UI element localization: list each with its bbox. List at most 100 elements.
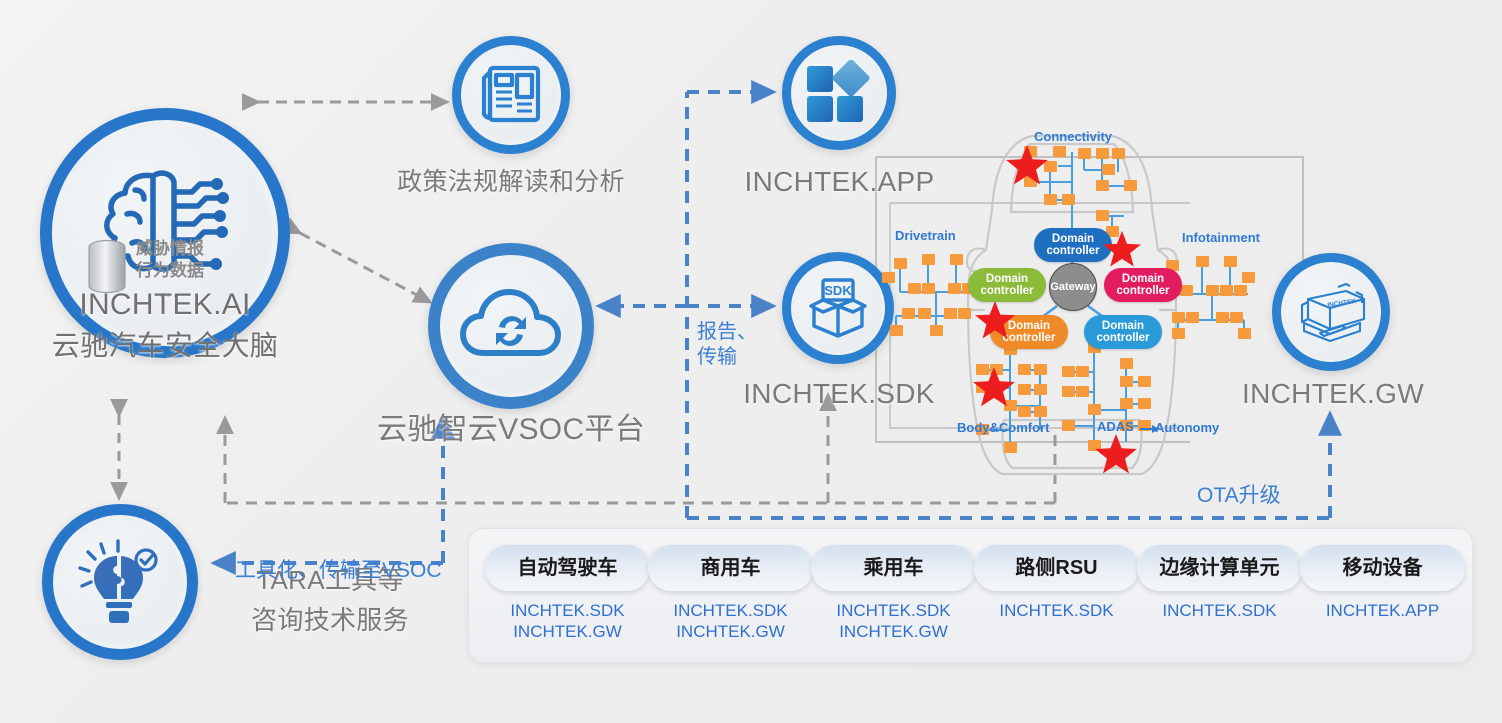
car-zone-label-drivetrain: Drivetrain [895, 228, 956, 243]
car-domain-controller-connectivity[interactable]: Domain controller [1034, 228, 1112, 262]
node-inchtek-app[interactable] [782, 36, 896, 150]
platform-products: INCHTEK.SDK INCHTEK.GW [485, 600, 650, 642]
node-inner [793, 47, 885, 139]
edge-app-branch [685, 80, 777, 518]
node-tara-services-title-1: TARA工具等 [256, 565, 404, 595]
car-outline-and-ecus [882, 134, 1255, 476]
threat-db-line-1: 行为数据 [136, 261, 204, 280]
car-zone-label-connectivity: Connectivity [1034, 129, 1113, 144]
platform-product: INCHTEK.GW [513, 622, 622, 641]
dc-label-line2: controller [1096, 332, 1150, 344]
car-domain-controller-drivetrain[interactable]: Domain controller [968, 268, 1046, 302]
dc-label-line1: Domain [1101, 319, 1145, 332]
risk-star-icon [1103, 230, 1141, 267]
platform-item-0[interactable]: 自动驾驶车 INCHTEK.SDK INCHTEK.GW [485, 545, 650, 642]
node-tara-services[interactable] [42, 504, 198, 660]
platform-product: INCHTEK.SDK [1162, 601, 1277, 620]
app-tiles-icon [807, 60, 870, 122]
node-inner: SDK [793, 263, 883, 353]
target-platforms-bar: 自动驾驶车 INCHTEK.SDK INCHTEK.GW 商用车 INCHTEK… [468, 528, 1473, 663]
gateway-device-label: INCHTEK [1327, 298, 1357, 309]
threat-db-line-0: 威胁情报 [136, 239, 204, 258]
label-report-transmit-line1: 报告、 [697, 321, 757, 343]
platform-label[interactable]: 移动设备 [1300, 545, 1465, 591]
sdk-box-icon: SDK [809, 278, 867, 338]
platform-products: INCHTEK.SDK [1137, 600, 1302, 621]
gateway-device-icon: INCHTEK [1300, 282, 1366, 343]
node-policy-analysis[interactable] [452, 36, 570, 154]
risk-star-icon [1095, 434, 1137, 474]
node-inchtek-ai-title: INCHTEK.AI [79, 288, 251, 321]
ring [782, 252, 894, 364]
car-zone-label-body-comfort: Body&Comfort [957, 420, 1050, 435]
car-zone-label-infotainment: Infotainment [1182, 230, 1260, 245]
threat-db-group: 威胁情报 行为数据 ... [84, 238, 274, 316]
car-gateway[interactable]: Gateway [1049, 263, 1097, 311]
platform-item-5[interactable]: 移动设备 INCHTEK.APP [1300, 545, 1465, 621]
platform-product: INCHTEK.SDK [836, 601, 951, 620]
label-report-transmit: 报告、 传输 [697, 320, 757, 370]
node-inchtek-ai-caption: INCHTEK.AI 云驰汽车安全大脑 [15, 288, 315, 364]
node-inner: 威胁情报 行为数据 ... [58, 126, 272, 340]
label-report-transmit-line2: 传输 [697, 346, 737, 368]
node-inner [57, 519, 183, 645]
car-zone-label-adas: ADAS [1097, 419, 1134, 434]
node-tara-services-title-2: 咨询技术服务 [251, 605, 409, 635]
node-vsoc-platform-title: 云驰智云VSOC平台 [376, 413, 646, 446]
database-icon [88, 239, 126, 294]
dc-label-line2: controller [980, 285, 1034, 297]
platform-item-4[interactable]: 边缘计算单元 INCHTEK.SDK [1137, 545, 1302, 621]
adas-autonomy-arrow [1140, 425, 1159, 433]
platform-products: INCHTEK.SDK INCHTEK.GW [811, 600, 976, 642]
platform-label[interactable]: 自动驾驶车 [485, 545, 650, 591]
node-inchtek-gw[interactable]: INCHTEK [1272, 253, 1390, 371]
platform-label[interactable]: 乘用车 [811, 545, 976, 591]
vehicle-architecture-diagram: Domain controller Domain controller Doma… [872, 120, 1272, 490]
platform-product: INCHTEK.SDK [999, 601, 1114, 620]
lightbulb-puzzle-icon [78, 539, 158, 623]
risk-star-icon [973, 367, 1015, 407]
dc-label-line1: Domain [1051, 232, 1095, 245]
threat-db-line-2: ... [159, 284, 181, 301]
platform-product: INCHTEK.GW [839, 622, 948, 641]
platform-item-1[interactable]: 商用车 INCHTEK.SDK INCHTEK.GW [648, 545, 813, 642]
node-inner [444, 259, 578, 393]
node-inchtek-sdk[interactable]: SDK [782, 252, 894, 364]
node-inchtek-ai-subtitle: 云驰汽车安全大脑 [51, 330, 279, 361]
car-domain-controller-infotainment[interactable]: Domain controller [1104, 268, 1182, 302]
node-inner [464, 48, 558, 142]
ring [1272, 253, 1390, 371]
car-gateway-label: Gateway [1050, 280, 1096, 293]
node-policy-analysis-title: 政策法规解读和分析 [397, 168, 625, 196]
car-domain-controller-body-comfort[interactable]: Domain controller [990, 315, 1068, 349]
car-domain-controller-adas[interactable]: Domain controller [1084, 315, 1162, 349]
edge-ai-vsoc [281, 217, 433, 304]
dc-label-line1: Domain [1007, 319, 1051, 332]
node-inchtek-ai[interactable]: 威胁情报 行为数据 ... [40, 108, 290, 358]
ring [42, 504, 198, 660]
platform-item-2[interactable]: 乘用车 INCHTEK.SDK INCHTEK.GW [811, 545, 976, 642]
dc-label-line2: controller [1116, 285, 1170, 297]
platform-item-3[interactable]: 路侧RSU INCHTEK.SDK [974, 545, 1139, 621]
risk-star-icon [975, 300, 1015, 339]
platform-products: INCHTEK.APP [1300, 600, 1465, 621]
cloud-sync-icon [460, 289, 561, 356]
dc-label-line1: Domain [985, 272, 1029, 285]
node-inchtek-sdk-title: INCHTEK.SDK [743, 378, 935, 409]
platform-label[interactable]: 边缘计算单元 [1137, 545, 1302, 591]
platform-product: INCHTEK.GW [676, 622, 785, 641]
car-zone-label-autonomy: Autonomy [1155, 420, 1220, 435]
dc-label-line2: controller [1046, 245, 1100, 257]
svg-text:SDK: SDK [824, 283, 852, 298]
node-inchtek-gw-title: INCHTEK.GW [1242, 378, 1424, 409]
platform-label[interactable]: 路侧RSU [974, 545, 1139, 591]
platform-product: INCHTEK.SDK [510, 601, 625, 620]
label-tool-to-vsoc: 工具化、传输至VSOC [235, 559, 442, 582]
node-vsoc-platform[interactable] [428, 243, 594, 409]
platform-product: INCHTEK.SDK [673, 601, 788, 620]
platform-label[interactable]: 商用车 [648, 545, 813, 591]
label-ota-upgrade: OTA升级 [1197, 484, 1281, 507]
platform-product: INCHTEK.APP [1325, 601, 1440, 620]
risk-star-icon [1006, 145, 1048, 185]
